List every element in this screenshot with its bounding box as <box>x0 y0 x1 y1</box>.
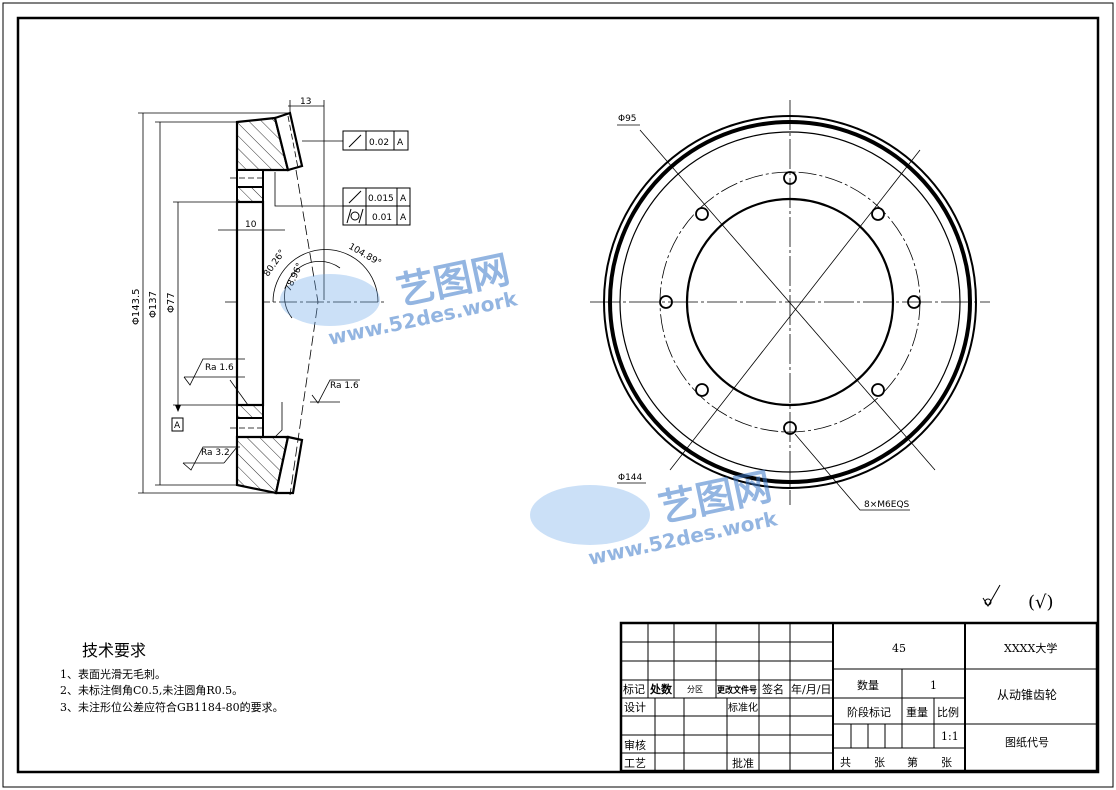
dim-width: 13 <box>300 97 311 107</box>
rev-header: 分区 <box>687 685 703 694</box>
tech-req-item: 3、未注形位公差应符合GB1184-80的要求。 <box>60 700 284 714</box>
runout2-value: 0.015 <box>368 194 394 204</box>
dim-d77: Φ77 <box>166 292 177 313</box>
holes-callout: 8×M6EQS <box>864 500 910 510</box>
dim-d143: Φ143.5 <box>131 289 142 326</box>
sheet-total-label: 共 <box>840 756 851 769</box>
quantity-value: 1 <box>930 679 937 692</box>
sheet-unit: 张 <box>874 756 885 769</box>
title-block-text: 标记 处数 分区 更改文件号 签名 年/月/日 设计 标准化 审核 工艺 批准 … <box>623 641 1057 770</box>
standard-label: 标准化 <box>728 701 758 714</box>
runout-value: 0.02 <box>369 138 389 148</box>
tech-req-item: 1、表面光滑无毛刺。 <box>60 667 166 681</box>
scale-value: 1:1 <box>941 730 959 743</box>
school-name: XXXX大学 <box>1004 641 1057 655</box>
rev-header: 年/月/日 <box>791 682 831 696</box>
dim-d137: Φ137 <box>148 291 159 318</box>
part-name: 从动锥齿轮 <box>997 688 1057 702</box>
weight-label: 重量 <box>906 705 928 719</box>
roughness-1: Ra 1.6 <box>205 363 234 373</box>
cylindricity-value: 0.01 <box>372 213 392 223</box>
rev-header: 签名 <box>762 682 784 696</box>
watermark: 艺图网 www.52des.work 艺图网 www.52des.work <box>280 247 780 570</box>
dim-angle-1: 80.26° <box>262 248 288 279</box>
title-block <box>619 621 1099 773</box>
general-roughness: (√) <box>1028 592 1054 613</box>
design-label: 设计 <box>624 701 646 714</box>
cylindricity-datum: A <box>400 213 407 223</box>
quantity-label: 数量 <box>857 679 879 692</box>
inner-frame <box>16 16 1100 774</box>
front-view <box>590 100 1001 607</box>
rev-header: 更改文件号 <box>717 684 757 696</box>
roughness-2: Ra 1.6 <box>330 381 359 391</box>
tech-req-item: 2、未标注倒角C0.5,未注圆角R0.5。 <box>60 683 243 697</box>
sheet-index-label: 第 <box>907 755 918 769</box>
roughness-3: Ra 3.2 <box>201 448 230 458</box>
dim-thickness: 10 <box>245 220 257 230</box>
rev-header: 处数 <box>649 682 673 696</box>
dim-bolt-circle: Φ95 <box>618 114 637 124</box>
dim-outer: Φ144 <box>618 473 643 483</box>
section-view <box>138 100 411 496</box>
dim-angle-3: 104.89° <box>347 242 383 269</box>
tech-requirements: 技术要求 1、表面光滑无毛刺。 2、未标注倒角C0.5,未注圆角R0.5。 3、… <box>60 641 284 714</box>
sheet-unit: 张 <box>941 756 952 769</box>
stage-label: 阶段标记 <box>847 705 891 719</box>
drawing-number: 图纸代号 <box>1005 736 1049 749</box>
datum-label: A <box>174 421 181 431</box>
process-label: 工艺 <box>624 757 646 770</box>
rev-header: 标记 <box>623 682 645 696</box>
review-label: 审核 <box>624 738 646 752</box>
tech-req-title: 技术要求 <box>82 641 146 660</box>
runout2-datum: A <box>400 194 407 204</box>
runout-datum: A <box>397 138 404 148</box>
material: 45 <box>892 642 906 655</box>
approve-label: 批准 <box>732 756 754 770</box>
scale-label: 比例 <box>937 705 959 719</box>
